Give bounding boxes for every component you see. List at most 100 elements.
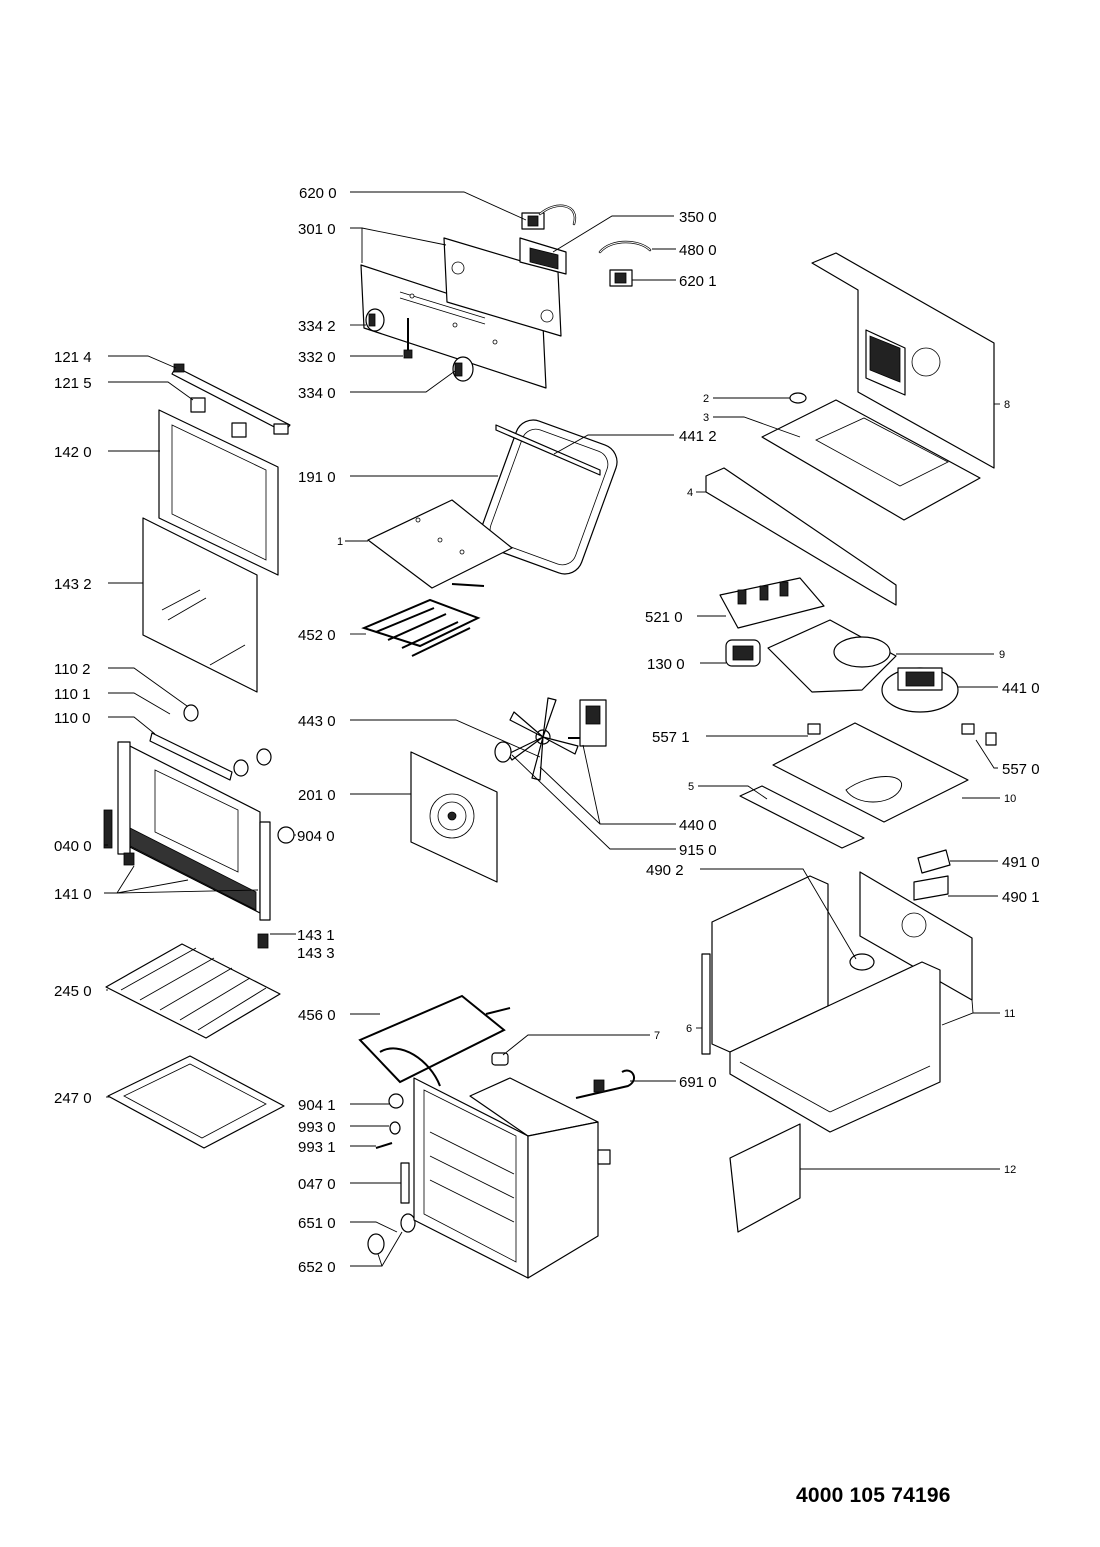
callout-2: 2 bbox=[703, 393, 709, 405]
callout-521-0: 521 0 bbox=[645, 609, 683, 626]
callout-904-1: 904 1 bbox=[298, 1097, 336, 1114]
callout-201-0: 201 0 bbox=[298, 787, 336, 804]
fan-motor-part bbox=[568, 699, 607, 747]
callout-301-0: 301 0 bbox=[298, 221, 336, 238]
switch-part bbox=[521, 204, 577, 230]
callout-121-5: 121 5 bbox=[54, 375, 92, 392]
outer-door-part bbox=[103, 741, 271, 949]
cavity-seal-ring-part bbox=[849, 953, 875, 971]
callout-1: 1 bbox=[337, 536, 343, 548]
door-handle-knob-part bbox=[367, 1213, 416, 1255]
fan-cover-panel-part bbox=[410, 751, 498, 883]
thermostat-probe-part bbox=[575, 1069, 635, 1099]
glass-spacer-part bbox=[183, 704, 272, 777]
grommet-part bbox=[789, 392, 807, 404]
callout-141-0: 141 0 bbox=[54, 886, 92, 903]
callout-915-0: 915 0 bbox=[679, 842, 717, 859]
cooling-fan-part bbox=[881, 667, 959, 713]
callout-443-0: 443 0 bbox=[298, 713, 336, 730]
insulation-panel-part bbox=[729, 1123, 801, 1233]
callout-993-1: 993 1 bbox=[298, 1139, 336, 1156]
callout-121-4: 121 4 bbox=[54, 349, 92, 366]
callout-652-0: 652 0 bbox=[298, 1259, 336, 1276]
callout-490-2: 490 2 bbox=[646, 862, 684, 879]
callout-452-0: 452 0 bbox=[298, 627, 336, 644]
callout-130-0: 130 0 bbox=[647, 656, 685, 673]
control-panel-part bbox=[360, 237, 562, 389]
document-number: 4000 105 74196 bbox=[796, 1484, 951, 1507]
door-top-profile-part bbox=[171, 363, 291, 435]
baking-tray-part bbox=[107, 1055, 285, 1149]
callout-993-0: 993 0 bbox=[298, 1119, 336, 1136]
lower-heating-element-part bbox=[358, 994, 511, 1087]
fan-housing-plate-part bbox=[767, 619, 897, 693]
wire-harness-part bbox=[598, 240, 652, 254]
callout-191-0: 191 0 bbox=[298, 469, 336, 486]
callout-480-0: 480 0 bbox=[679, 242, 717, 259]
top-cover-plate-part bbox=[367, 499, 513, 589]
door-inner-glass-part bbox=[158, 409, 279, 576]
callout-7: 7 bbox=[654, 1030, 660, 1042]
thermal-cutout-part bbox=[807, 723, 997, 746]
callout-620-0: 620 0 bbox=[299, 185, 337, 202]
callout-8: 8 bbox=[1004, 399, 1010, 411]
transformer-part bbox=[725, 639, 761, 667]
top-cover-part bbox=[761, 399, 981, 521]
callout-441-0: 441 0 bbox=[1002, 680, 1040, 697]
callout-651-0: 651 0 bbox=[298, 1215, 336, 1232]
callout-334-0: 334 0 bbox=[298, 385, 336, 402]
wire-shelf-part bbox=[105, 943, 281, 1039]
callout-490-1: 490 1 bbox=[1002, 889, 1040, 906]
rear-top-cover-part bbox=[811, 252, 995, 469]
callout-691-0: 691 0 bbox=[679, 1074, 717, 1091]
callout-12: 12 bbox=[1004, 1164, 1016, 1176]
bottom-plate-part bbox=[772, 722, 969, 823]
callout-247-0: 247 0 bbox=[54, 1090, 92, 1107]
callout-143-3: 143 3 bbox=[297, 945, 335, 962]
callout-11: 11 bbox=[1004, 1008, 1015, 1020]
front-strip-part bbox=[739, 785, 865, 849]
callout-245-0: 245 0 bbox=[54, 983, 92, 1000]
leader-lines bbox=[104, 191, 1000, 1267]
fan-blade-part bbox=[507, 697, 579, 781]
switch-2-part bbox=[609, 269, 633, 287]
callout-332-0: 332 0 bbox=[298, 349, 336, 366]
callout-040-0: 040 0 bbox=[54, 838, 92, 855]
callout-557-0: 557 0 bbox=[1002, 761, 1040, 778]
door-glass-panel-part bbox=[142, 517, 258, 693]
callout-491-0: 491 0 bbox=[1002, 854, 1040, 871]
terminal-block-part bbox=[913, 849, 951, 901]
outer-casing-part bbox=[701, 875, 941, 1133]
lamp-cover-part bbox=[277, 826, 295, 844]
electronic-board-part bbox=[719, 577, 825, 629]
callout-557-1: 557 1 bbox=[652, 729, 690, 746]
callout-110-2: 110 2 bbox=[54, 661, 90, 678]
knob-334-2-part bbox=[365, 308, 385, 332]
fan-nut-part bbox=[494, 741, 512, 763]
callout-6: 6 bbox=[686, 1023, 692, 1035]
heater-bracket-part bbox=[495, 424, 601, 476]
callout-110-0: 110 0 bbox=[54, 710, 90, 727]
grill-heating-element-part bbox=[361, 583, 485, 657]
callout-440-0: 440 0 bbox=[679, 817, 717, 834]
callout-3: 3 bbox=[703, 412, 709, 424]
callout-334-2: 334 2 bbox=[298, 318, 336, 335]
callout-110-1: 110 1 bbox=[54, 686, 90, 703]
callout-142-0: 142 0 bbox=[54, 444, 92, 461]
callout-143-2: 143 2 bbox=[54, 576, 92, 593]
callout-10: 10 bbox=[1004, 793, 1016, 805]
callout-456-0: 456 0 bbox=[298, 1007, 336, 1024]
callout-047-0: 047 0 bbox=[298, 1176, 336, 1193]
oven-cavity-part bbox=[413, 1077, 611, 1279]
callout-5: 5 bbox=[688, 781, 694, 793]
callout-350-0: 350 0 bbox=[679, 209, 717, 226]
lamp-cap-part bbox=[491, 1052, 509, 1066]
door-trim-strip-part bbox=[149, 732, 233, 781]
lamp-holder-part bbox=[375, 1093, 404, 1149]
callout-904-0: 904 0 bbox=[297, 828, 335, 845]
callout-620-1: 620 1 bbox=[679, 273, 717, 290]
display-module-part bbox=[519, 237, 567, 275]
callout-9: 9 bbox=[999, 649, 1005, 661]
callout-441-2: 441 2 bbox=[679, 428, 717, 445]
